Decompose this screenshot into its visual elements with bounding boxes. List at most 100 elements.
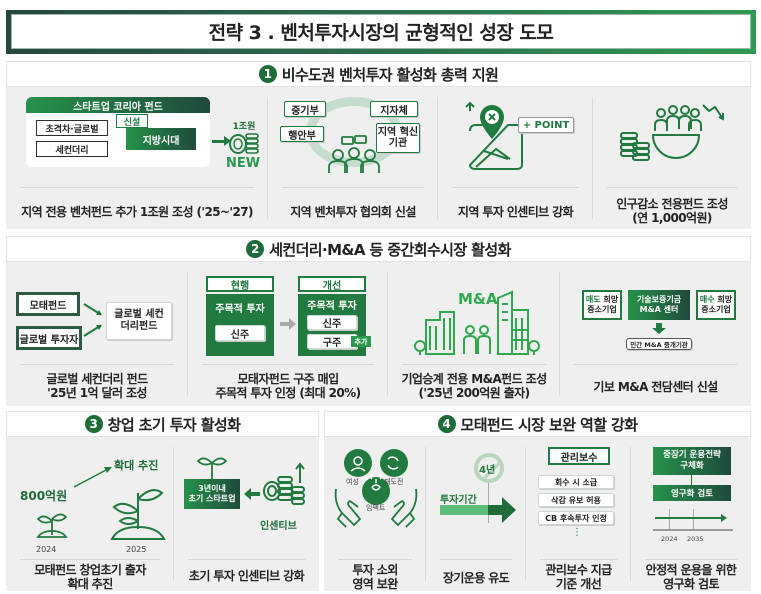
- section-3: 3 창업 초기 투자 활성화 800억원 확대 추진 2024 2025 모태펀…: [6, 411, 319, 591]
- area-label: 재도전: [384, 478, 404, 486]
- buildings-people-icon: [414, 290, 540, 355]
- item-regional-incentive: + POINT 지역 투자 인센티브 강화: [438, 87, 593, 229]
- incentive-label: 인센티브: [260, 521, 297, 532]
- caption-line: 투자 소외: [352, 563, 398, 577]
- item-early-stage-expansion: 800억원 확대 추진 2024 2025 모태펀드 창업초기 출자 확대 추진: [6, 437, 174, 591]
- center-line: 기술보증기금: [636, 295, 682, 304]
- woman-icon: [344, 449, 372, 477]
- retry-icon: [380, 449, 408, 477]
- sprout-icon: [196, 457, 228, 479]
- box-title: 주목적 투자: [215, 304, 265, 315]
- seller-line2: 중소기업: [587, 305, 617, 314]
- divider: [20, 559, 160, 560]
- coins-up-icon: [263, 462, 305, 505]
- arrow-head-icon: [224, 136, 231, 146]
- divider: [574, 364, 737, 365]
- section-number-badge: 1: [258, 65, 277, 83]
- connector-line: [691, 475, 692, 485]
- year-label: 2025: [126, 545, 147, 554]
- item-caption: 모태자펀드 구주 매입 주목적 투자 인정 (최대 20%): [188, 372, 388, 400]
- timeline-base: [653, 529, 733, 531]
- caption-line: ('25년 200억원 출자): [418, 386, 531, 400]
- section-3-header: 3 창업 초기 투자 활성화: [6, 411, 319, 437]
- seller-box: 매도 희망 중소기업: [582, 290, 622, 320]
- section-4-header: 4 모태펀드 시장 보완 역할 강화: [324, 411, 751, 437]
- sub-fund: 초격차·글로벌: [36, 120, 108, 136]
- arrow-head-icon: [721, 514, 727, 522]
- section-2-header: 2 세컨더리·M&A 등 중간회수시장 활성화: [6, 236, 751, 262]
- divider: [387, 272, 388, 396]
- section-number-badge: 3: [84, 415, 103, 433]
- arrow-down-icon: [656, 323, 662, 329]
- section-number-badge: 4: [437, 415, 456, 433]
- year-label: 2035: [687, 535, 704, 543]
- item-pill: 신주: [307, 315, 357, 330]
- item-long-term: 4년 투자기간 장기운용 유도: [426, 437, 526, 591]
- caption-line: 관리보수 지급: [545, 563, 612, 577]
- area-label: 여성: [346, 478, 359, 486]
- caption-line: 기업승계 전용 M&A펀드 조성: [401, 372, 547, 386]
- hands-icon: [334, 488, 418, 528]
- caption-line: 모태자펀드 구주 매입: [237, 372, 339, 386]
- item-caption: 지역 투자 인센티브 강화: [457, 205, 574, 219]
- more-indicator: ⋮: [572, 527, 582, 538]
- member-box: 행안부: [280, 126, 324, 142]
- divider: [607, 187, 737, 188]
- sprout-small-icon: [36, 513, 68, 538]
- section-1: 1 비수도권 벤처투자 활성화 총력 지원 스타트업 코리아 펀드 초격차·글로…: [6, 61, 751, 229]
- added-tag: 추가: [351, 336, 371, 347]
- item-kibo-ma-center: 매도 희망 중소기업 기술보증기금 M&A 센터 매수 희망 중소기업 민간 M…: [560, 262, 751, 406]
- divider: [437, 97, 438, 219]
- fee-item: CB 후속투자 인정: [538, 511, 614, 525]
- new-fund: 지방시대: [126, 128, 196, 150]
- section-title: 비수도권 벤처투자 활성화 총력 지원: [281, 65, 499, 84]
- box-title: 주목적 투자: [307, 301, 357, 312]
- divider: [173, 447, 174, 581]
- fee-header: 관리보수: [548, 447, 610, 465]
- section-title: 세컨더리·M&A 등 중간회수시장 활성화: [269, 240, 511, 259]
- item-caption: 기업승계 전용 M&A펀드 조성 ('25년 200억원 출자): [388, 372, 560, 400]
- item-pill: 신주: [215, 325, 265, 341]
- startup-line: 초기 스타트업: [188, 494, 236, 503]
- item-succession-fund: M&A 기업승계 전용 M&A펀드 조성 ('25년 200억원 출자): [388, 262, 560, 406]
- before-box: 주목적 투자 신주: [206, 294, 274, 356]
- page-title: 전략 3 . 벤처투자시장의 균형적인 성장 도모: [208, 22, 554, 44]
- section-title: 창업 초기 투자 활성화: [107, 415, 241, 434]
- strategy-box: 중장기 운용전략 구체화: [653, 447, 731, 475]
- permanence-box: 영구화 검토: [653, 485, 731, 501]
- start-amount: 800억원: [20, 489, 68, 503]
- divider: [525, 447, 526, 581]
- goal-label: 확대 추진: [114, 459, 159, 472]
- source-box: 글로벌 투자자: [16, 326, 82, 350]
- section-title: 모태펀드 시장 보완 역할 강화: [460, 415, 638, 434]
- coins-icon: [229, 133, 259, 154]
- divider: [267, 97, 268, 219]
- member-box: 중기부: [284, 101, 326, 117]
- period-bar: [440, 505, 488, 515]
- caption-line: 글로벌 세컨더리 펀드: [46, 372, 148, 386]
- divider: [630, 447, 631, 581]
- item-underserved-areas: 여성 재도전 임팩트 투자 소외 영역 보완: [324, 437, 426, 591]
- seller-highlight: 매도: [585, 295, 601, 304]
- divider: [20, 364, 174, 365]
- item-permanence-review: 중장기 운용전략 구체화 영구화 검토 2024 2035 안정적 운용을 위한…: [631, 437, 751, 591]
- caption-line: 모태펀드 창업초기 출자: [34, 563, 146, 577]
- fee-item: 회수 시 소급: [538, 475, 614, 489]
- buyer-box: 매수 희망 중소기업: [696, 290, 736, 320]
- caption-line: 영역 보완: [352, 577, 398, 591]
- item-caption: 글로벌 세컨더리 펀드 '25년 1억 달러 조성: [6, 372, 188, 400]
- arrow-head-icon: [289, 318, 296, 330]
- item-caption: 지역 벤처투자 협의회 신설: [290, 205, 416, 219]
- section-1-header: 1 비수도권 벤처투자 활성화 총력 지원: [6, 61, 751, 87]
- arrow-right-icon: [280, 322, 290, 326]
- new-badge: NEW: [225, 156, 261, 171]
- divider: [338, 559, 412, 560]
- item-caption: 인구감소 전용펀드 조성 (연 1,000억원): [593, 197, 751, 225]
- divider: [425, 447, 426, 581]
- pole-line: [488, 483, 489, 523]
- item-management-fee: 관리보수 회수 시 소급 삭감 유보 허용 CB 후속투자 인정 ⋮ 관리보수 …: [526, 437, 631, 591]
- title-banner: 전략 3 . 벤처투자시장의 균형적인 성장 도모: [6, 10, 756, 54]
- divider: [188, 559, 305, 560]
- ma-label: M&A: [458, 290, 498, 308]
- map-pin-icon: [465, 101, 523, 170]
